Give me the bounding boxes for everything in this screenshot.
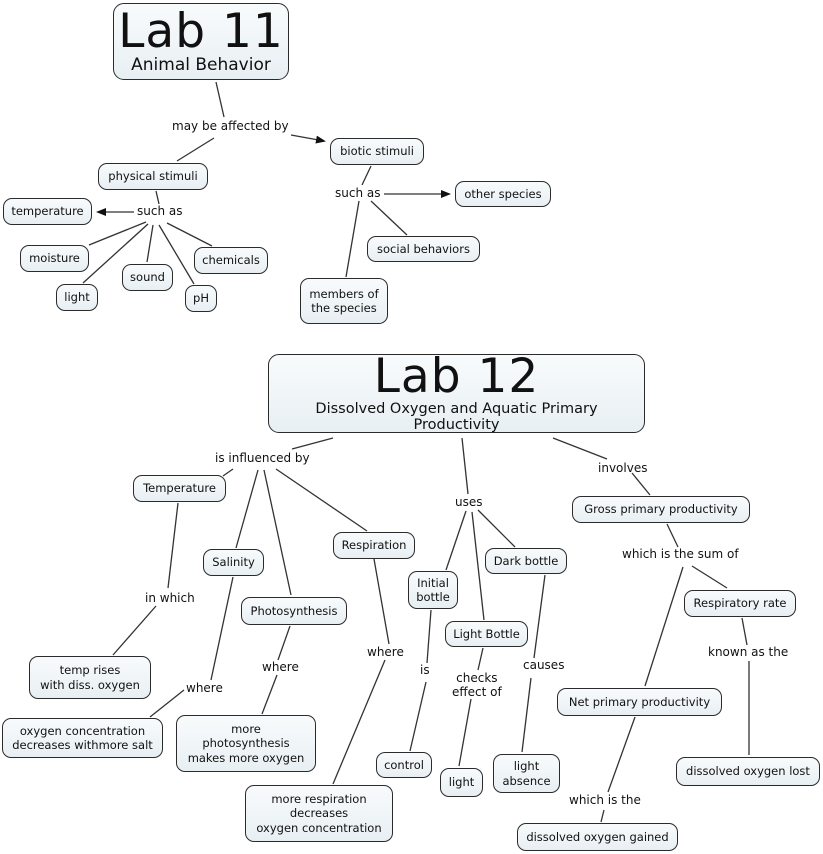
connector-line: [409, 681, 427, 752]
connector-line: [155, 190, 160, 205]
node-oxygen-concentration-decreases[interactable]: oxygen concentration decreases withmore …: [2, 718, 163, 758]
node-respiration[interactable]: Respiration: [333, 532, 415, 559]
connector-line: [261, 674, 278, 715]
connector-line: [607, 716, 636, 793]
connector-line: [521, 677, 532, 753]
node-light-bottle[interactable]: Light Bottle: [445, 621, 528, 647]
connector-line: [345, 200, 360, 278]
connector-line: [158, 224, 195, 285]
connector-line: [215, 81, 225, 118]
map-title: Lab 12: [373, 348, 540, 404]
node-dissolved-oxygen-gained[interactable]: dissolved oxygen gained: [517, 823, 678, 851]
connector-line: [477, 647, 484, 671]
node-photosynthesis[interactable]: Photosynthesis: [241, 597, 347, 625]
node-light-11[interactable]: light: [56, 284, 98, 311]
node-temp-rises[interactable]: temp rises with diss. oxygen: [29, 656, 151, 699]
connector-line: [210, 576, 234, 681]
node-dark-bottle[interactable]: Dark bottle: [485, 548, 567, 574]
node-temperature-12[interactable]: Temperature: [133, 475, 226, 502]
connector-line: [741, 617, 748, 646]
connector-line: [275, 468, 368, 532]
connector-line: [533, 574, 546, 659]
link-label-may-be-affected-by[interactable]: may be affected by: [172, 119, 289, 133]
connector-line: [291, 437, 334, 450]
node-light-absence[interactable]: light absence: [493, 754, 560, 793]
connector-line: [167, 502, 179, 589]
connector-line: [235, 469, 259, 549]
connector-line: [112, 605, 157, 656]
connector-line: [477, 509, 516, 548]
node-respiratory-rate[interactable]: Respiratory rate: [684, 590, 796, 617]
link-label-where-respiration[interactable]: where: [367, 645, 404, 659]
node-members-of-species[interactable]: members of the species: [300, 278, 388, 324]
node-moisture[interactable]: moisture: [20, 245, 89, 272]
connector-line: [631, 472, 651, 496]
connector-line: [166, 222, 213, 247]
connector-line: [263, 469, 292, 596]
link-label-is[interactable]: is: [420, 663, 430, 677]
node-social-behaviors[interactable]: social behaviors: [367, 236, 480, 262]
connector-line: [644, 566, 684, 687]
connector-line: [445, 510, 467, 571]
connector-line-arrow: [290, 134, 326, 144]
node-more-respiration[interactable]: more respiration decreases oxygen concen…: [245, 785, 393, 842]
node-net-primary-productivity[interactable]: Net primary productivity: [557, 688, 722, 716]
node-ph[interactable]: pH: [185, 285, 217, 312]
node-physical-stimuli[interactable]: physical stimuli: [98, 163, 208, 190]
node-chemicals[interactable]: chemicals: [194, 247, 268, 274]
node-initial-bottle[interactable]: Initial bottle: [408, 571, 458, 609]
map-title: Lab 11: [118, 3, 284, 59]
link-label-where-salinity[interactable]: where: [186, 681, 223, 695]
link-label-involves[interactable]: involves: [598, 461, 648, 475]
link-label-known-as-the[interactable]: known as the: [708, 645, 789, 659]
connector-line: [426, 609, 432, 664]
connector-line: [88, 221, 147, 246]
connector-line: [373, 558, 390, 645]
node-control[interactable]: control: [376, 752, 432, 778]
link-label-where-photosynthesis[interactable]: where: [262, 660, 299, 674]
connector-line: [691, 565, 728, 589]
node-temperature-11[interactable]: temperature: [3, 198, 92, 225]
connector-line: [146, 224, 154, 263]
node-more-photosynthesis[interactable]: more photosynthesis makes more oxygen: [176, 715, 316, 772]
node-other-species[interactable]: other species: [455, 181, 551, 207]
connector-line: [361, 165, 372, 186]
link-label-which-is-the[interactable]: which is the: [569, 793, 641, 807]
map-subtitle: Dissolved Oxygen and Aquatic Primary Pro…: [315, 400, 598, 434]
node-sound[interactable]: sound: [122, 264, 173, 291]
node-biotic-stimuli[interactable]: biotic stimuli: [330, 138, 424, 165]
link-label-in-which[interactable]: in which: [145, 591, 195, 605]
connector-line: [666, 523, 679, 548]
connector-line: [176, 137, 215, 162]
link-label-is-influenced-by[interactable]: is influenced by: [215, 451, 310, 465]
node-dissolved-oxygen-lost[interactable]: dissolved oxygen lost: [676, 757, 820, 786]
link-label-causes[interactable]: causes: [523, 658, 565, 672]
connector-line: [552, 437, 608, 460]
connector-line: [458, 698, 472, 767]
connector-line: [222, 468, 234, 477]
connector-line: [149, 689, 185, 718]
link-label-checks-effect-of[interactable]: checks effect of: [452, 671, 502, 699]
link-label-which-is-the-sum-of[interactable]: which is the sum of: [622, 547, 739, 561]
connector-line: [277, 625, 291, 661]
link-label-such-as-physical[interactable]: such as: [137, 204, 183, 218]
node-salinity[interactable]: Salinity: [203, 549, 264, 576]
link-label-such-as-biotic[interactable]: such as: [335, 186, 381, 200]
connector-line: [82, 223, 149, 284]
link-label-uses[interactable]: uses: [455, 495, 483, 509]
node-light-12[interactable]: light: [440, 768, 483, 797]
connector-line: [471, 511, 485, 621]
connector-line: [600, 809, 605, 823]
map-subtitle: Animal Behavior: [131, 54, 271, 75]
connector-line: [370, 200, 408, 236]
connector-line: [332, 659, 386, 785]
node-gross-primary-productivity[interactable]: Gross primary productivity: [572, 496, 750, 523]
connector-line: [461, 437, 469, 495]
